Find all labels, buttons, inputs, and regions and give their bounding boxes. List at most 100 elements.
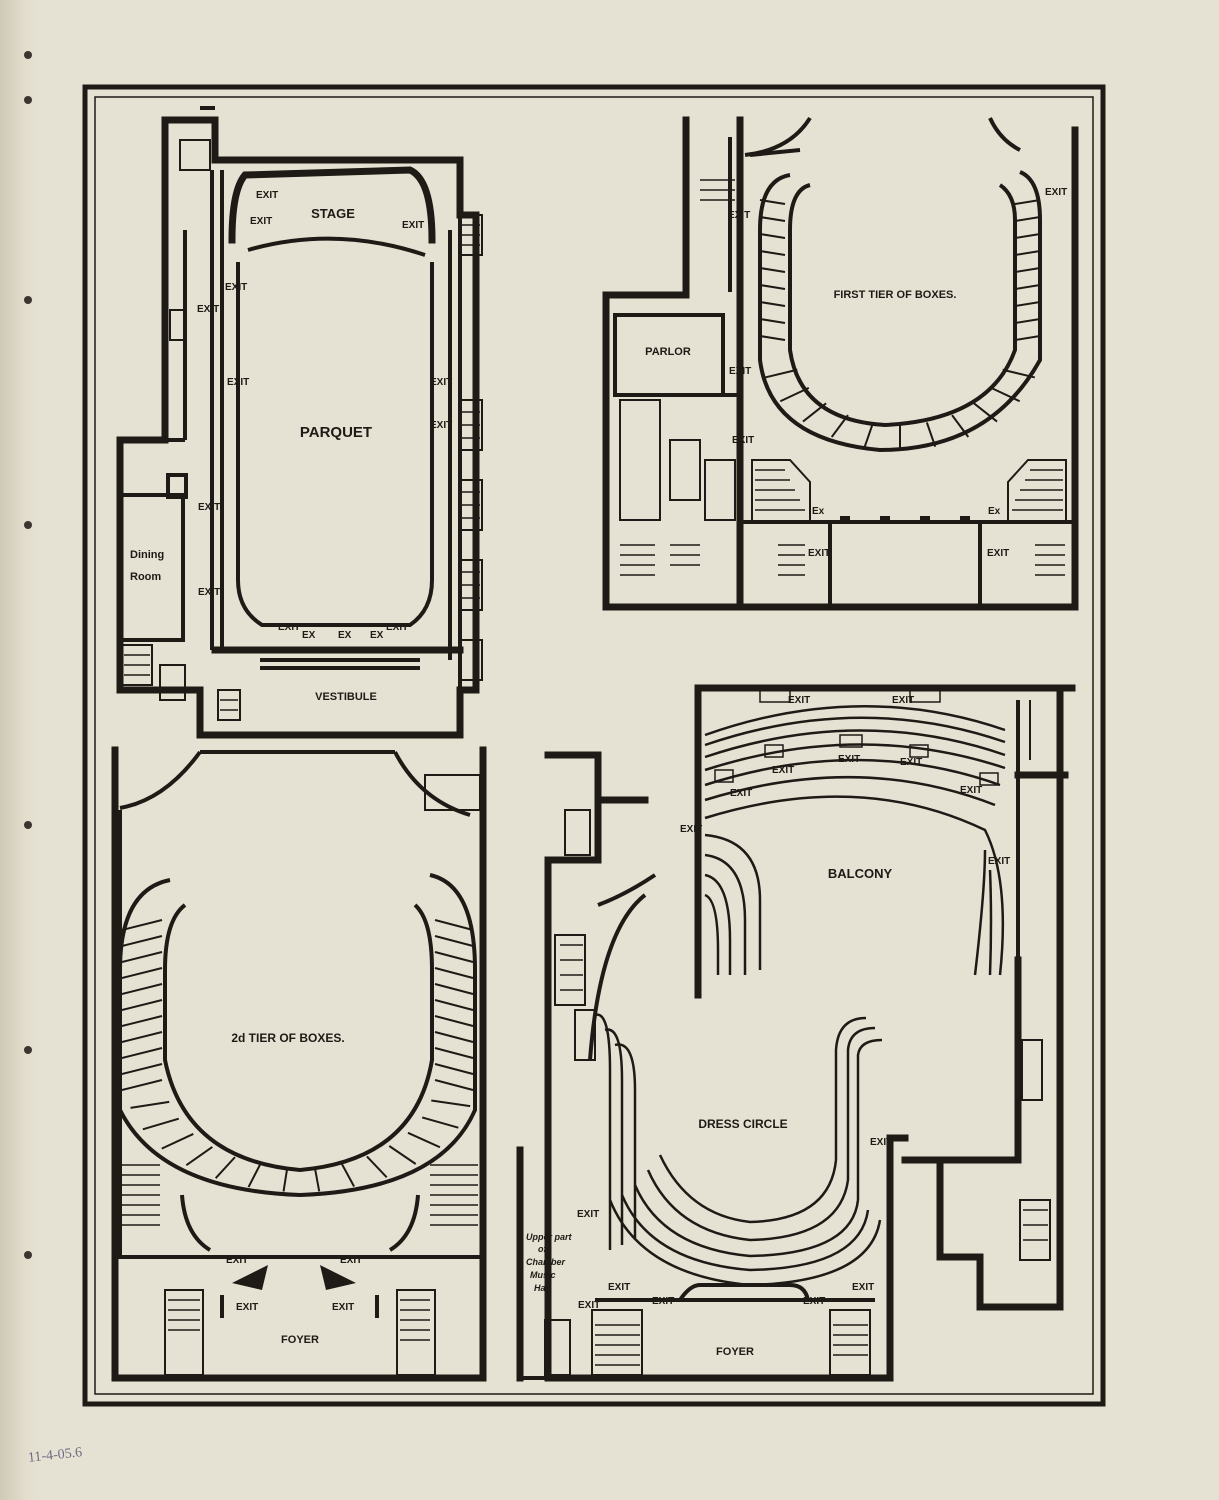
box-partition [1014,250,1041,256]
second-tier-title: 2d TIER OF BOXES. [231,1031,344,1045]
box-partition [434,999,474,1011]
box-partition [340,1163,355,1187]
exit-label: EXIT [729,366,751,377]
exit-label: EXIT [578,1300,600,1311]
exit-label: EXIT [680,824,702,835]
box-partition [759,250,786,256]
chamber-hall-label: Chamber [526,1257,566,1267]
exit-label: EXIT [728,210,750,221]
parlor-label: PARLOR [645,346,691,358]
exit-label: EXIT [732,435,754,446]
foyer-label: FOYER [281,1334,319,1346]
exit-label: EXIT [198,502,220,513]
box-partition [1014,284,1041,290]
exit-label: EXIT [332,1302,354,1313]
ex-label: Ex [812,506,825,517]
box-partition [214,1156,236,1179]
box-partition [925,422,937,448]
box-partition [434,1063,474,1075]
box-partition [1014,233,1041,239]
box-partition [121,1063,163,1075]
exit-label: EXIT [808,548,830,559]
exit-label: EXIT [652,1296,674,1307]
dining-label: Dining [130,549,164,561]
exit-label: EXIT [772,765,794,776]
box-partition [434,951,474,963]
ex-label: Ex [988,506,1001,517]
box-partition [951,414,970,438]
page-border [82,84,1106,1407]
box-partition [366,1155,388,1178]
binding-spine [0,0,42,1500]
exit-label: EXIT [608,1282,630,1293]
box-partition [973,402,998,423]
box-partition [1014,318,1041,324]
binding-holes [24,51,32,1259]
box-partition [830,414,849,438]
exit-label: EXIT [226,1255,248,1266]
box-partition [759,233,786,239]
chamber-hall-label: of [538,1244,547,1254]
box-partition [121,1047,163,1059]
box-partition [759,301,786,307]
parquet-plan: STAGE PARQUET Dining Room VESTIBULE EXIT… [116,106,483,739]
balcony-title: BALCONY [828,866,893,881]
ex-label: EX [338,630,352,641]
box-partition [434,1031,474,1043]
ex-label: EX [302,630,316,641]
box-partition [313,1167,321,1192]
exit-label: EXIT [987,548,1009,559]
box-partition [161,1133,194,1150]
exit-label: EXIT [577,1209,599,1220]
first-tier-plan: FIRST TIER OF BOXES. PARLOR EXIT EXIT EX… [602,116,1079,611]
exit-label: EXIT [256,190,278,201]
box-partition [247,1163,262,1188]
first-tier-title: FIRST TIER OF BOXES. [834,289,957,301]
chamber-hall-label: Hall [534,1283,551,1293]
box-partition [121,1015,163,1027]
second-tier-plan: 2d TIER OF BOXES. FOYER EXIT EXIT EXIT E… [111,746,487,1382]
box-partition [121,967,163,979]
exit-label: EXIT [402,220,424,231]
box-partition [779,386,810,403]
box-partition [130,1100,170,1109]
exit-label: EXIT [852,1282,874,1293]
box-partition [434,919,474,931]
exit-label: EXIT [788,695,810,706]
exit-label: EXIT [236,1302,258,1313]
box-partition [121,1031,163,1043]
exit-label: EXIT [278,622,300,633]
box-partition [421,1116,459,1129]
box-partition [759,199,786,205]
box-partition [431,1099,471,1108]
balcony-dress-circle-plan: BALCONY DRESS CIRCLE FOYER Upper part of… [516,684,1076,1382]
exit-label: EXIT [803,1296,825,1307]
box-partition [759,216,786,222]
box-partition [434,1079,474,1091]
stage-label: STAGE [311,206,355,221]
box-partition [407,1131,441,1149]
exit-label: EXIT [870,1137,892,1148]
exit-label: EXIT [197,304,219,315]
box-partition [759,267,786,273]
box-partition [121,999,163,1011]
chamber-hall-label: Music [530,1270,556,1280]
exit-label: EXIT [198,587,220,598]
box-partition [434,935,474,947]
dress-circle-title: DRESS CIRCLE [698,1117,787,1131]
box-partition [282,1167,289,1192]
box-partition [1014,301,1041,307]
exit-label: EXIT [227,377,249,388]
exit-label: EXIT [386,622,408,633]
box-partition [434,983,474,995]
box-partition [434,1015,474,1027]
box-partition [759,318,786,324]
box-partition [121,983,163,995]
exit-label: EXIT [430,377,452,388]
exit-label: EXIT [225,282,247,293]
foyer-label: FOYER [716,1346,754,1358]
box-partition [434,1047,474,1059]
vestibule-label: VESTIBULE [315,691,377,703]
